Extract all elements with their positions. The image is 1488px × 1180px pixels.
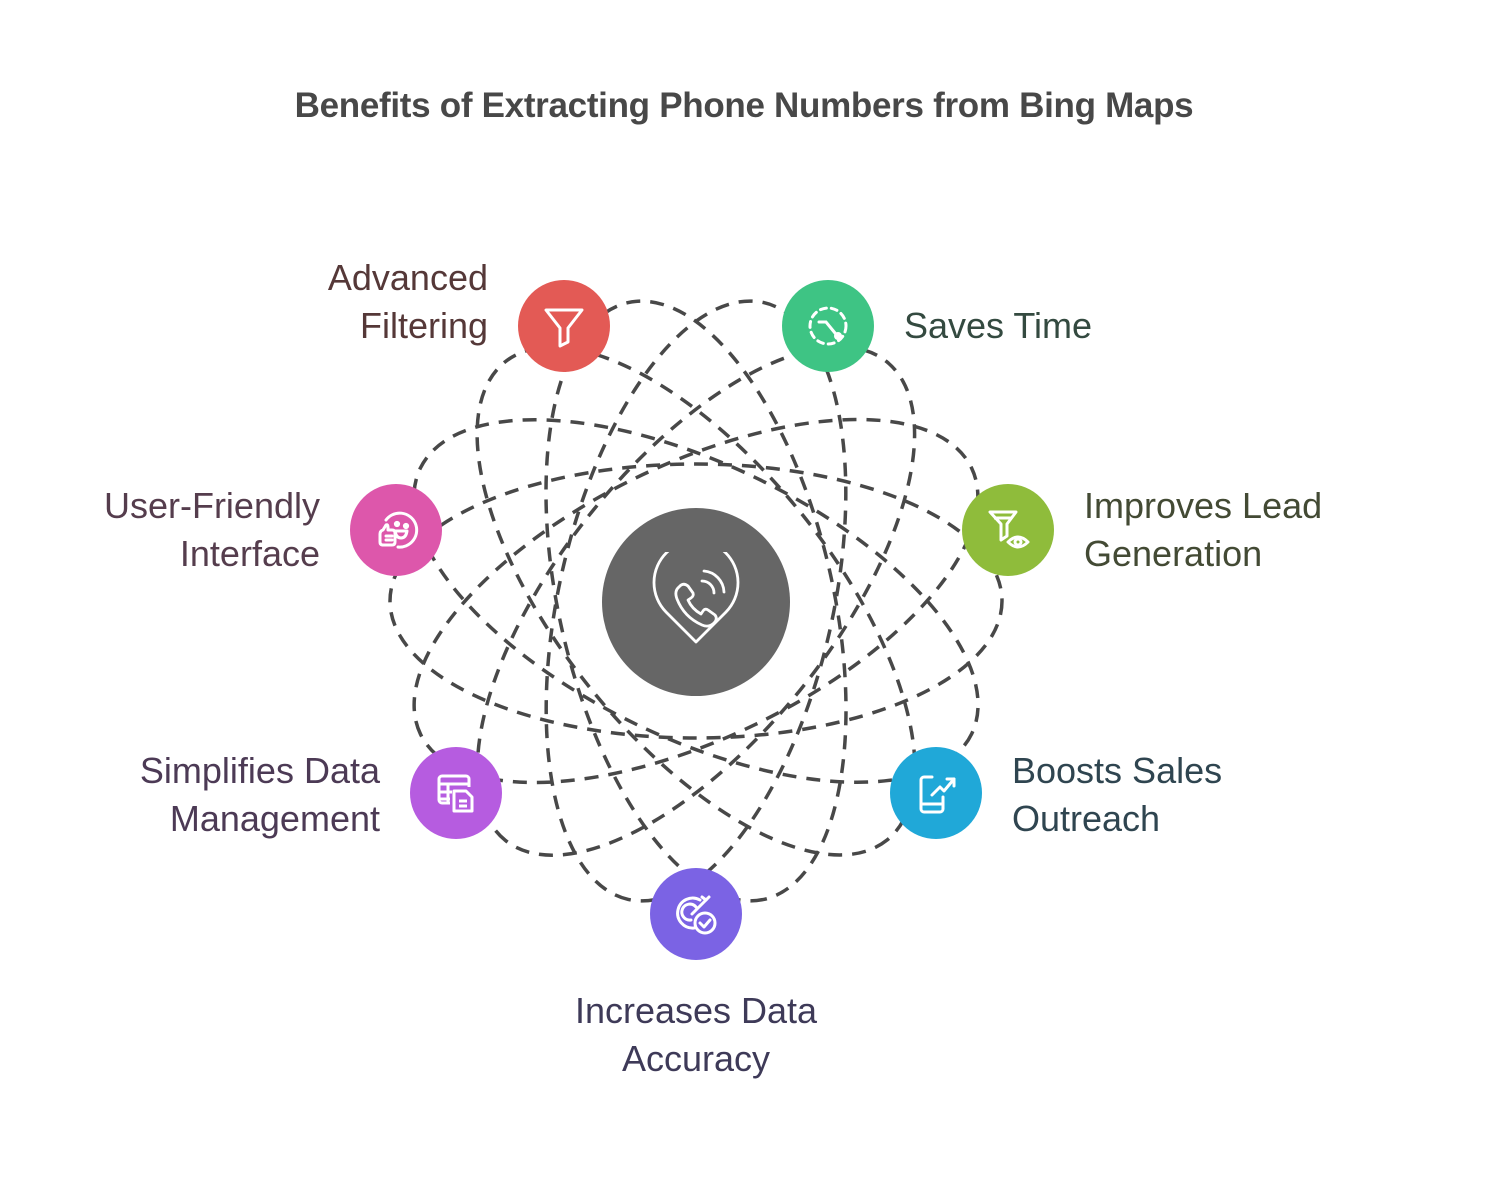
label-line-2: Filtering bbox=[359, 305, 488, 346]
phone-location-pin-icon bbox=[652, 552, 740, 644]
orbit-ellipse-2 bbox=[412, 418, 980, 784]
node-advanced-filtering bbox=[518, 280, 610, 372]
funnel-eye-icon bbox=[988, 510, 1030, 549]
label-line-2: Management bbox=[169, 798, 380, 839]
label-line-1: Improves Lead bbox=[1084, 485, 1323, 526]
phone-trend-up-icon bbox=[919, 775, 956, 814]
label-line-2: Interface bbox=[179, 533, 320, 574]
node-improves-lead-generation bbox=[962, 484, 1054, 576]
label-line-2: Generation bbox=[1084, 533, 1263, 574]
node-saves-time bbox=[782, 280, 874, 372]
label-advanced-filtering: Advanced Filtering bbox=[328, 254, 488, 350]
center-node bbox=[602, 508, 790, 696]
funnel-filter-icon bbox=[544, 308, 584, 348]
target-check-icon bbox=[676, 895, 717, 935]
label-line-2: Outreach bbox=[1012, 798, 1161, 839]
label-line-1: Increases Data bbox=[574, 990, 818, 1031]
orbit-ellipse-5 bbox=[544, 299, 848, 903]
smiley-thumbs-up-icon bbox=[378, 511, 419, 549]
label-line-2: Accuracy bbox=[621, 1038, 771, 1079]
node-boosts-sales-outreach bbox=[890, 747, 982, 839]
label-increases-data-accuracy: Increases Data Accuracy bbox=[540, 987, 852, 1083]
orbit-ellipse-3 bbox=[475, 345, 917, 857]
orbit-ellipse-7 bbox=[412, 417, 980, 785]
label-line-1: Advanced bbox=[327, 257, 488, 298]
label-boosts-sales-outreach: Boosts Sales Outreach bbox=[1012, 747, 1222, 843]
node-simplifies-data-management bbox=[410, 747, 502, 839]
table-document-icon bbox=[437, 774, 474, 813]
orbit-ellipse-4 bbox=[544, 299, 848, 903]
orbit-ellipse-1 bbox=[388, 462, 1004, 740]
orbit-ellipse-6 bbox=[475, 345, 917, 857]
label-simplifies-data-management: Simplifies Data Management bbox=[140, 747, 380, 843]
node-increases-data-accuracy bbox=[650, 868, 742, 960]
label-user-friendly-interface: User-Friendly Interface bbox=[104, 482, 320, 578]
label-line-1: Boosts Sales bbox=[1012, 750, 1223, 791]
page-title: Benefits of Extracting Phone Numbers fro… bbox=[294, 86, 1194, 125]
clock-dashed-icon bbox=[808, 306, 848, 346]
label-line-1: User-Friendly bbox=[103, 485, 320, 526]
label-saves-time: Saves Time bbox=[904, 302, 1092, 350]
label-line-1: Saves Time bbox=[904, 305, 1093, 346]
label-line-1: Simplifies Data bbox=[139, 750, 380, 791]
node-user-friendly-interface bbox=[350, 484, 442, 576]
label-improves-lead-generation: Improves Lead Generation bbox=[1084, 482, 1322, 578]
